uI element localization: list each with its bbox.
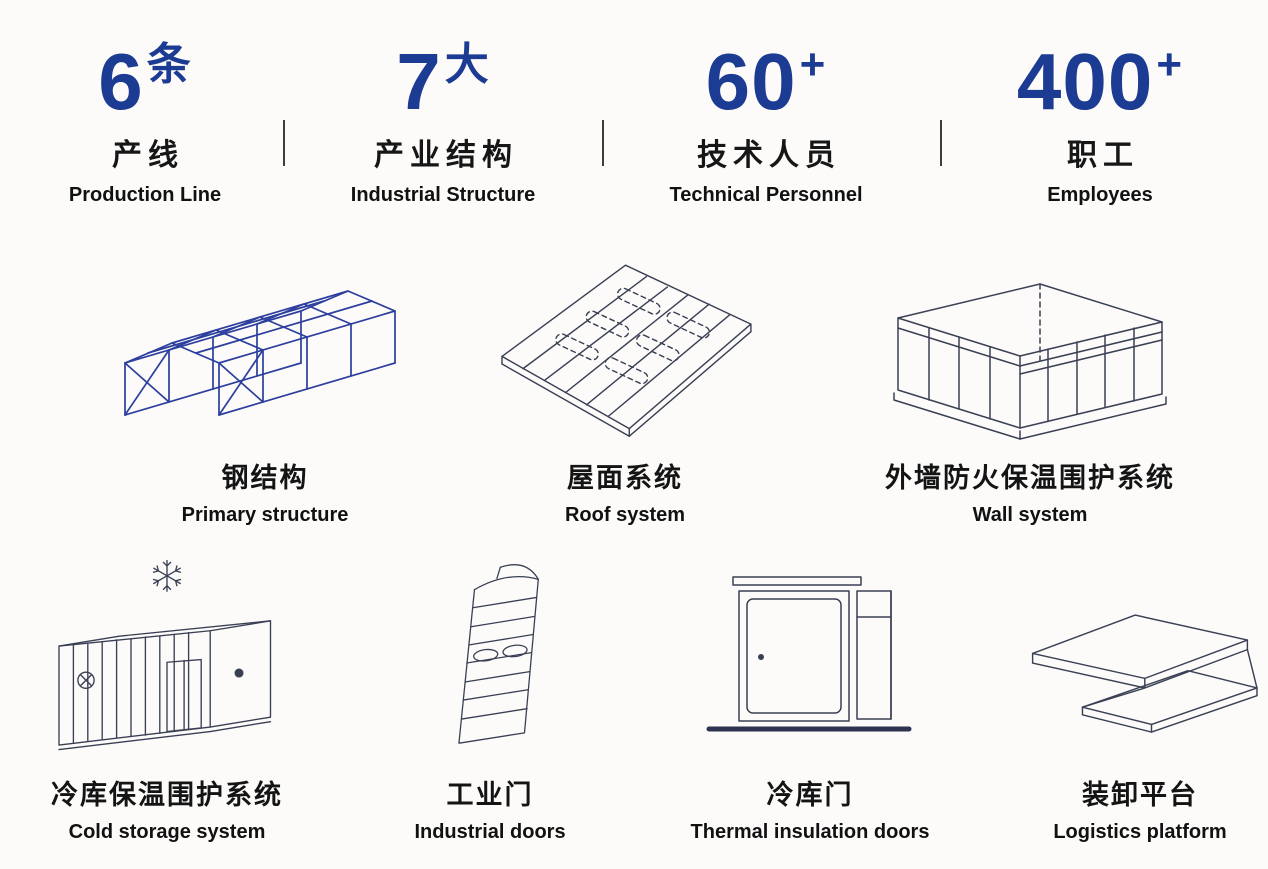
product-cold-storage: 冷库保温围护系统 Cold storage system [12,545,322,844]
product-label-zh: 工业门 [446,780,534,810]
stat-employees: 400+ 职工 Employees [1017,42,1183,207]
stat-number-suffix: 条 [146,40,192,89]
loading-platform-icon [1031,614,1258,733]
product-label-zh: 外墙防火保温围护系统 [885,463,1175,493]
stat-label-zh: 职工 [1067,139,1139,172]
product-label-en: Logistics platform [1053,821,1227,843]
product-label-zh: 冷库保温围护系统 [51,780,283,810]
stat-number: 400+ [1017,42,1183,122]
cold-storage-icon [58,559,272,751]
product-label-en: Thermal insulation doors [690,821,930,843]
stat-number-suffix: + [1156,40,1184,89]
product-label-zh: 钢结构 [221,463,309,493]
icon-box [12,545,322,757]
product-label-en: Roof system [564,504,686,526]
product-wall-system: 外墙防火保温围护系统 Wall system [815,248,1245,527]
roof-system-icon [500,264,752,437]
stat-divider [283,120,285,166]
icon-box [815,248,1245,440]
stat-label-en: Employees [1047,184,1153,206]
wall-system-icon [893,283,1167,440]
industrial-door-icon [458,564,539,744]
stat-number-value: 7 [396,37,442,126]
stat-label-en: Production Line [68,184,222,206]
stat-divider [602,120,604,166]
stat-number-value: 400 [1016,37,1154,126]
stat-divider [940,120,942,166]
stat-label-en: Industrial Structure [350,184,536,206]
stat-label-zh: 产线 [112,139,184,172]
product-roof-system: 屋面系统 Roof system [445,248,805,527]
product-steel-structure: 钢结构 Primary structure [75,248,455,527]
stat-production-line: 6条 产线 Production Line [69,42,221,207]
stat-technical-personnel: 60+ 技术人员 Technical Personnel [669,42,862,207]
stat-number: 6条 [69,42,221,122]
icon-box [645,545,975,757]
stat-industrial-structure: 7大 产业结构 Industrial Structure [351,42,535,207]
icon-box [445,248,805,440]
stat-number-suffix: 大 [444,40,490,89]
steel-structure-icon [124,290,396,416]
product-label-en: Primary structure [181,504,349,526]
stat-number-value: 6 [98,37,144,126]
product-loading-platform: 装卸平台 Logistics platform [975,545,1268,844]
product-industrial-door: 工业门 Industrial doors [335,545,645,844]
icon-box [75,248,455,440]
icon-box [975,545,1268,757]
stat-label-zh: 技术人员 [697,139,841,172]
stat-number-value: 60 [705,37,797,126]
stat-number: 60+ [669,42,862,122]
icon-box [335,545,645,757]
product-label-en: Industrial doors [414,821,566,843]
product-label-zh: 装卸平台 [1082,780,1198,810]
product-label-en: Wall system [972,504,1088,526]
insulation-door-icon [706,576,912,732]
stat-label-en: Technical Personnel [669,184,863,206]
stat-label-zh: 产业结构 [373,139,518,172]
stat-number: 7大 [351,42,535,122]
product-label-zh: 冷库门 [766,780,854,810]
product-label-zh: 屋面系统 [567,463,683,493]
stat-number-suffix: + [799,40,827,89]
product-insulation-door: 冷库门 Thermal insulation doors [645,545,975,844]
product-label-en: Cold storage system [68,821,266,843]
snowflake-icon [151,559,183,592]
